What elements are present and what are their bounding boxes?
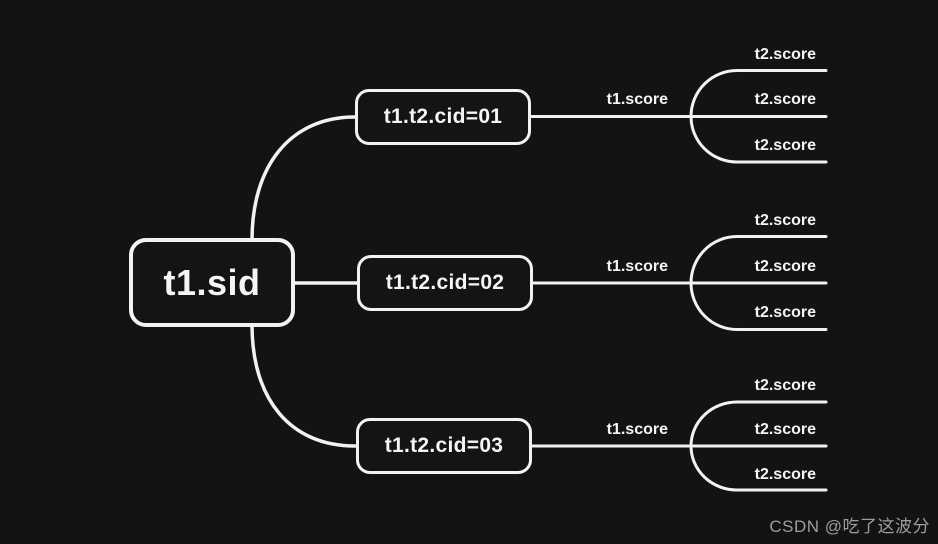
leaf-label-t2score: t2.score: [754, 421, 816, 438]
branch-node-cid03: t1.t2.cid=03: [356, 418, 532, 474]
leaf-label-t2score: t2.score: [754, 137, 816, 154]
edge-label-t1score-branch2: t1.score: [606, 258, 668, 275]
branch1-fan-top: [689, 69, 828, 118]
leaf-label-t2score: t2.score: [754, 466, 816, 483]
leaf-label-t2score: t2.score: [754, 304, 816, 321]
edge-label-t1score-branch3: t1.score: [606, 421, 668, 438]
edge-root-to-cid03: [250, 323, 357, 448]
branch2-fan-bottom: [689, 281, 828, 331]
branch3-fan-bottom: [689, 444, 828, 492]
edge-label-t1score-branch1: t1.score: [606, 91, 668, 108]
branch-node-cid01: t1.t2.cid=01: [355, 89, 531, 145]
leaf-label-t2score: t2.score: [754, 377, 816, 394]
branch-node-label: t1.t2.cid=03: [384, 434, 504, 457]
branch1-fan-bottom: [689, 115, 828, 164]
branch2-fan-top: [689, 235, 828, 285]
leaf-label-t2score: t2.score: [754, 212, 816, 229]
branch-node-label: t1.t2.cid=02: [385, 271, 505, 294]
root-node-label: t1.sid: [163, 261, 261, 303]
branch-node-cid02: t1.t2.cid=02: [357, 255, 533, 311]
branch3-fan-top: [689, 400, 828, 448]
csdn-watermark: CSDN @吃了这波分: [769, 517, 930, 536]
branch-node-label: t1.t2.cid=01: [383, 105, 503, 128]
leaf-label-t2score: t2.score: [754, 46, 816, 63]
leaf-label-t2score: t2.score: [754, 258, 816, 275]
edge-root-to-cid01: [250, 115, 357, 242]
leaf-label-t2score: t2.score: [754, 91, 816, 108]
root-node: t1.sid: [129, 238, 295, 327]
